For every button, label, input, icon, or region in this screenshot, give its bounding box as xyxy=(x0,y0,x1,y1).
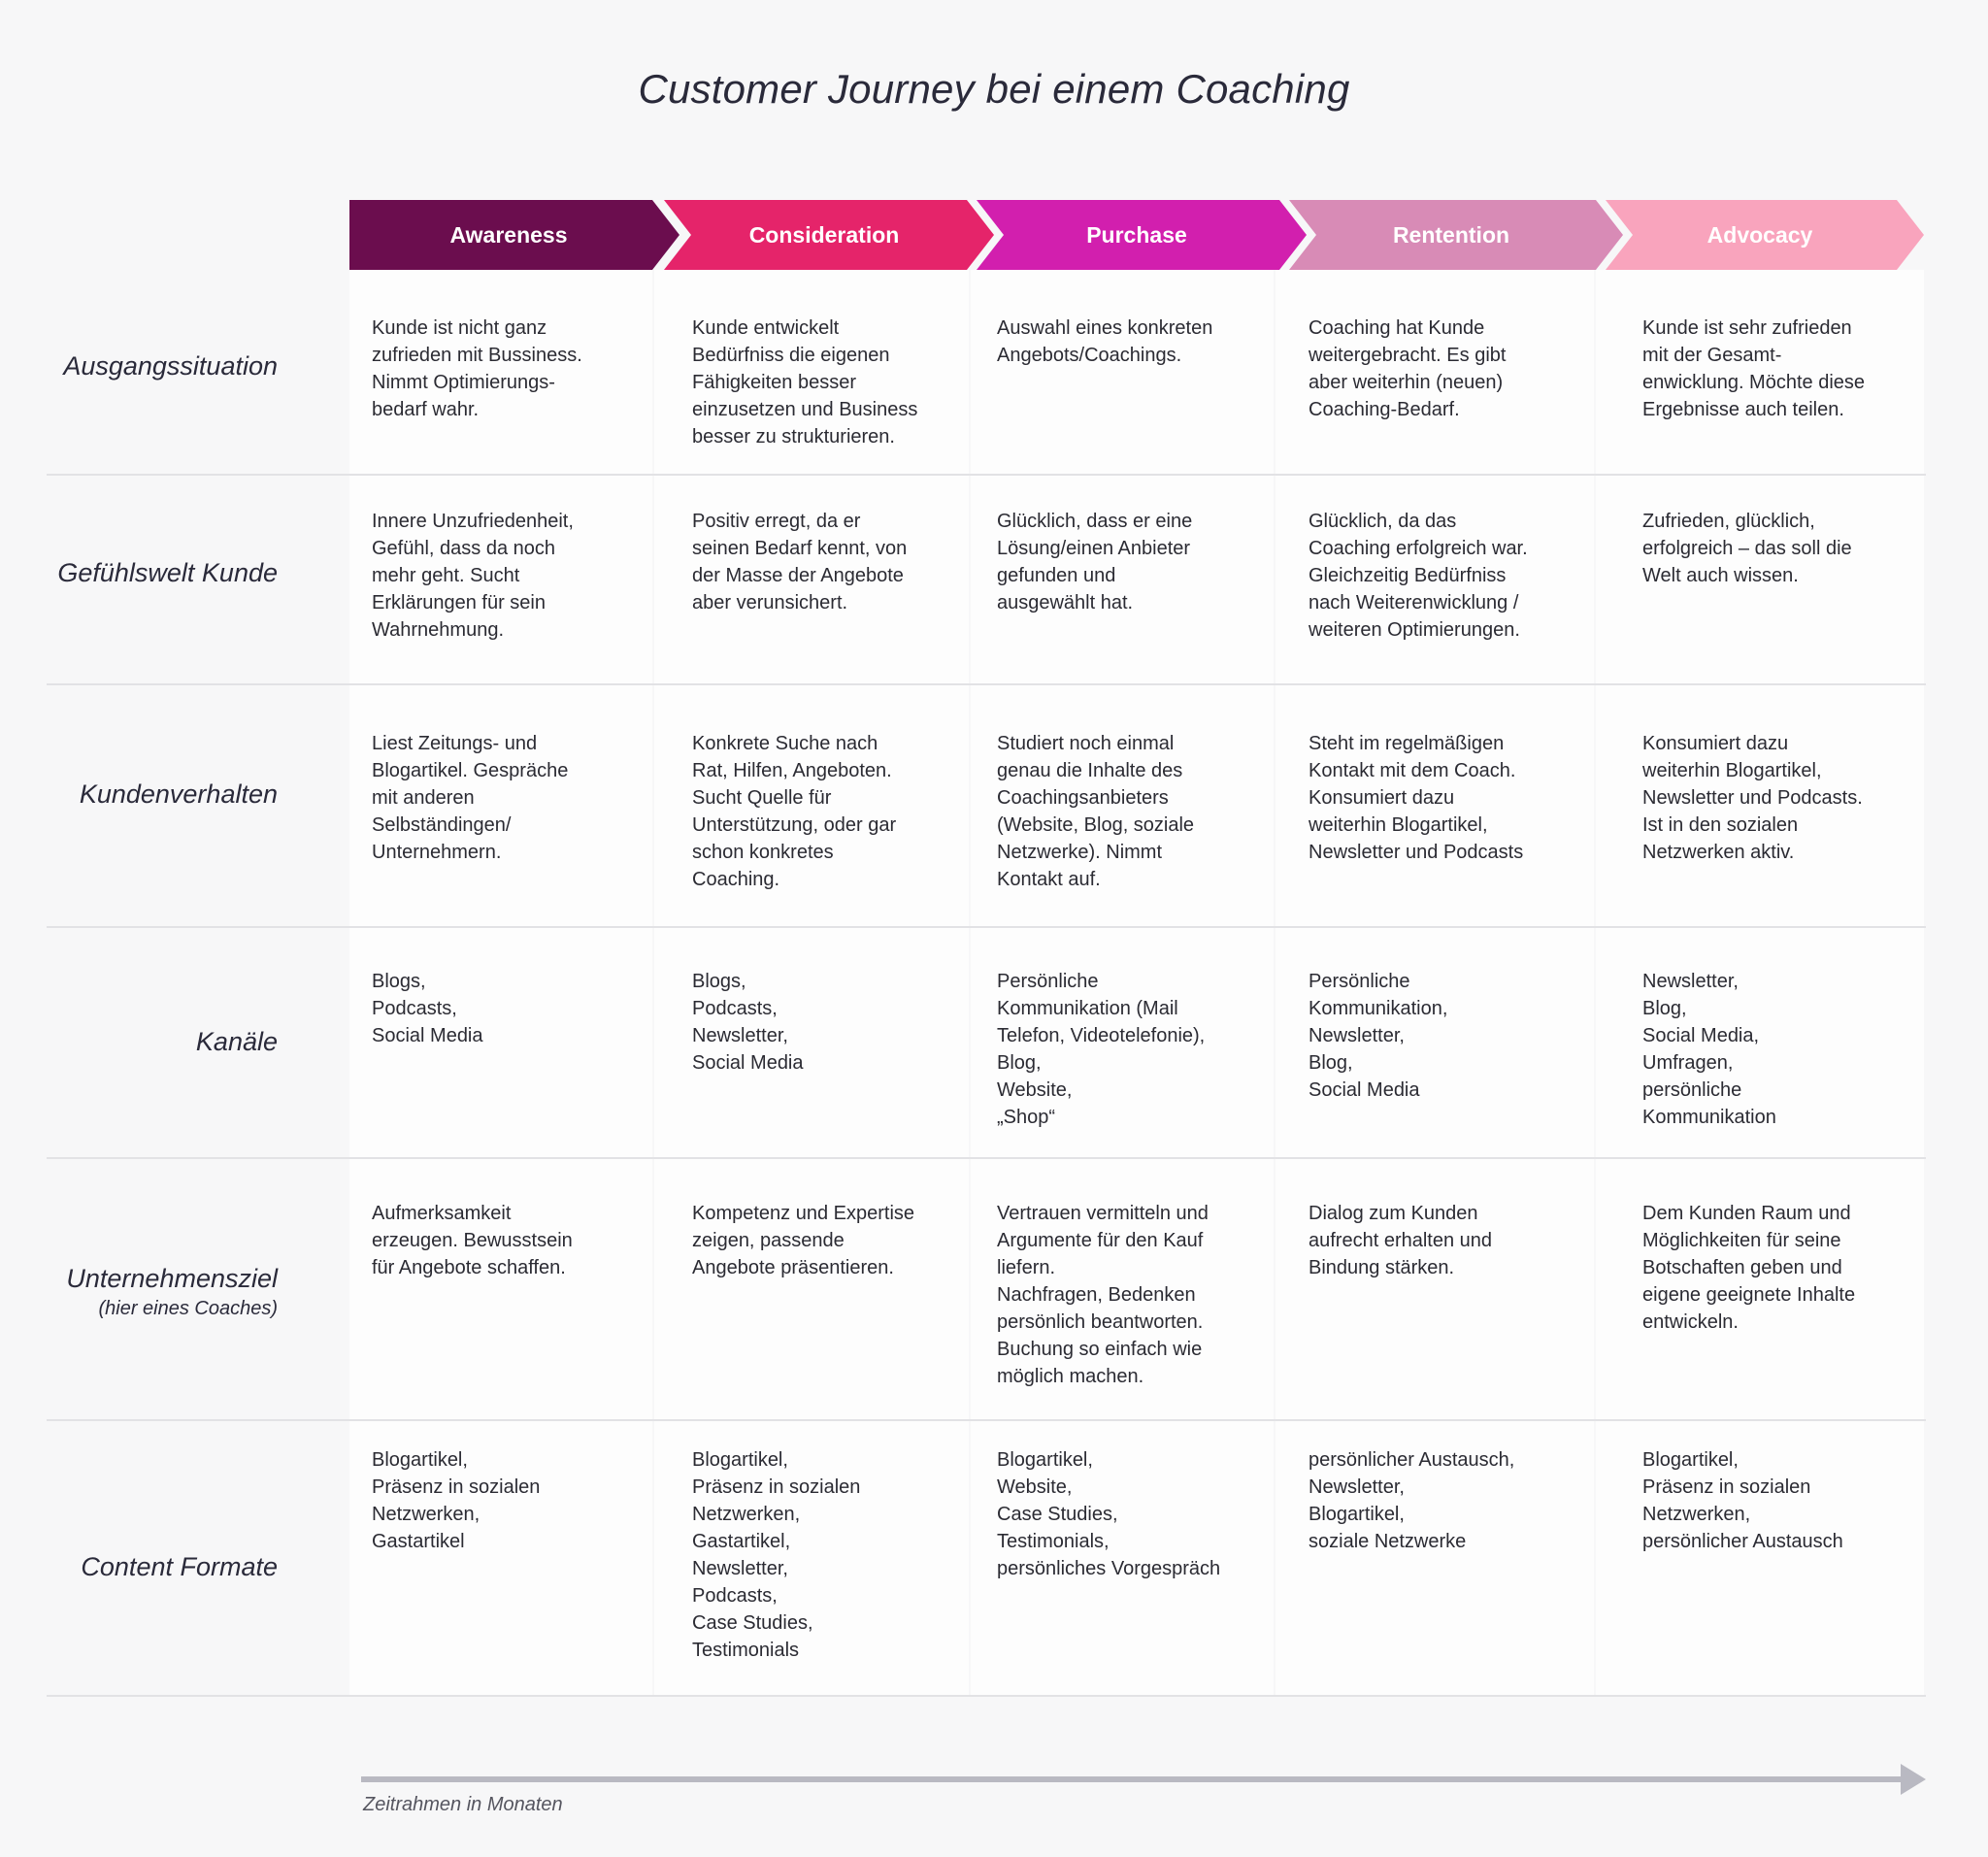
phase-label: Purchase xyxy=(1086,221,1187,248)
phase-chevron-advocacy xyxy=(1606,200,1924,270)
column-bg-advocacy xyxy=(1596,270,1924,1695)
cell-ausgangssituation-consideration: Kunde entwickelt Bedürfniss die eigenen … xyxy=(692,317,918,448)
cell-unternehmensziel-retention: Dialog zum Kunden aufrecht erhalten und … xyxy=(1309,1203,1493,1278)
row-label-text: Kanäle xyxy=(195,1027,278,1056)
cell-kundenverhalten-purchase: Studiert noch einmal genau die Inhalte d… xyxy=(997,733,1195,890)
cell-content-formate-purchase: Blogartikel, Website, Case Studies, Test… xyxy=(997,1449,1221,1579)
row-divider xyxy=(47,474,1926,476)
column-bg-retention xyxy=(1276,270,1594,1695)
cell-kanaele-purchase: Persönliche Kommunikation (Mail Telefon,… xyxy=(997,971,1206,1128)
column-bg-purchase xyxy=(971,270,1274,1695)
cell-gefuehlswelt-purchase: Glücklich, dass er eine Lösung/einen Anb… xyxy=(997,511,1193,613)
page-title: Customer Journey bei einem Coaching xyxy=(638,66,1350,112)
cell-ausgangssituation-awareness: Kunde ist nicht ganz zufrieden mit Bussi… xyxy=(372,317,582,420)
timeline-arrow-head-icon xyxy=(1901,1764,1926,1795)
cell-unternehmensziel-awareness: Aufmerksamkeit erzeugen. Bewusstsein für… xyxy=(372,1203,573,1278)
cell-gefuehlswelt-retention: Glücklich, da das Coaching erfolgreich w… xyxy=(1309,511,1528,641)
cell-kanaele-advocacy: Newsletter, Blog, Social Media, Umfragen… xyxy=(1642,971,1776,1128)
phase-label: Rentention xyxy=(1392,221,1510,248)
cell-gefuehlswelt-advocacy: Zufrieden, glücklich, erfolgreich – das … xyxy=(1642,511,1852,586)
phase-label: Advocacy xyxy=(1706,221,1813,248)
cell-kanaele-retention: Persönliche Kommunikation, Newsletter, B… xyxy=(1309,971,1448,1101)
row-label-gefuehlswelt: Gefühlswelt Kunde xyxy=(39,558,278,588)
cell-ausgangssituation-advocacy: Kunde ist sehr zufrieden mit der Gesamt-… xyxy=(1642,317,1866,420)
phase-chevron-purchase xyxy=(977,200,1307,270)
cell-content-formate-retention: persönlicher Austausch, Newsletter, Blog… xyxy=(1309,1449,1515,1552)
column-bg-awareness xyxy=(349,270,652,1695)
cell-kundenverhalten-awareness: Liest Zeitungs- und Blogartikel. Gespräc… xyxy=(372,733,569,863)
cell-unternehmensziel-purchase: Vertrauen vermitteln und Argumente für d… xyxy=(997,1203,1209,1387)
row-divider xyxy=(47,683,1926,685)
phase-retention: Rentention xyxy=(1299,200,1623,270)
row-label-kanaele: Kanäle xyxy=(39,1027,278,1057)
row-label-text: Gefühlswelt Kunde xyxy=(57,558,278,587)
cell-kundenverhalten-advocacy: Konsumiert dazu weiterhin Blogartikel, N… xyxy=(1642,733,1863,863)
row-divider xyxy=(47,1419,1926,1421)
row-label-text: Kundenverhalten xyxy=(79,779,278,809)
cell-unternehmensziel-consideration: Kompetenz und Expertise zeigen, passende… xyxy=(692,1203,915,1278)
phase-advocacy: Advocacy xyxy=(1615,200,1924,270)
cell-content-formate-advocacy: Blogartikel, Präsenz in sozialen Netzwer… xyxy=(1642,1449,1843,1552)
phase-chevrons: Awareness Consideration Purchase Rentent… xyxy=(349,200,1924,270)
cell-gefuehlswelt-awareness: Innere Unzufriedenheit, Gefühl, dass da … xyxy=(372,511,574,641)
row-label-unternehmensziel: Unternehmensziel (hier eines Coaches) xyxy=(39,1264,278,1320)
row-label-kundenverhalten: Kundenverhalten xyxy=(39,779,278,810)
timeline-arrow-line xyxy=(361,1776,1905,1782)
cell-gefuehlswelt-consideration: Positiv erregt, da er seinen Bedarf kenn… xyxy=(692,511,908,613)
row-divider xyxy=(47,1695,1926,1697)
row-label-text: Ausgangssituation xyxy=(63,351,278,381)
cell-ausgangssituation-purchase: Auswahl eines konkreten Angebots/Coachin… xyxy=(997,317,1213,366)
column-bg-consideration xyxy=(654,270,969,1695)
row-label-text: Unternehmensziel xyxy=(66,1264,278,1293)
phase-chevron-retention xyxy=(1289,200,1623,270)
row-divider xyxy=(47,1157,1926,1159)
phase-label: Consideration xyxy=(748,221,900,248)
cell-kundenverhalten-consideration: Konkrete Suche nach Rat, Hilfen, Angebot… xyxy=(692,733,897,890)
row-label-content-formate: Content Formate xyxy=(39,1552,278,1582)
cell-kanaele-consideration: Blogs, Podcasts, Newsletter, Social Medi… xyxy=(692,971,804,1074)
phase-awareness: Awareness xyxy=(349,200,679,270)
cell-kundenverhalten-retention: Steht im regelmäßigen Kontakt mit dem Co… xyxy=(1309,733,1524,863)
cell-kanaele-awareness: Blogs, Podcasts, Social Media xyxy=(372,971,483,1046)
phase-chevron-shapes xyxy=(349,200,1924,270)
row-sublabel: (hier eines Coaches) xyxy=(98,1298,278,1319)
phase-chevron-consideration xyxy=(664,200,994,270)
row-label-ausgangssituation: Ausgangssituation xyxy=(39,351,278,381)
phase-purchase: Purchase xyxy=(986,200,1307,270)
cell-ausgangssituation-retention: Coaching hat Kunde weitergebracht. Es gi… xyxy=(1309,317,1507,420)
phase-consideration: Consideration xyxy=(674,200,994,270)
row-label-text: Content Formate xyxy=(81,1552,278,1581)
phase-label: Awareness xyxy=(449,221,568,248)
cell-content-formate-awareness: Blogartikel, Präsenz in sozialen Netzwer… xyxy=(372,1449,541,1552)
row-divider xyxy=(47,926,1926,928)
cell-content-formate-consideration: Blogartikel, Präsenz in sozialen Netzwer… xyxy=(692,1449,861,1661)
timeline-label: Zeitrahmen in Monaten xyxy=(363,1794,563,1815)
phase-chevron-awareness xyxy=(349,200,679,270)
cell-unternehmensziel-advocacy: Dem Kunden Raum und Möglichkeiten für se… xyxy=(1642,1203,1856,1333)
